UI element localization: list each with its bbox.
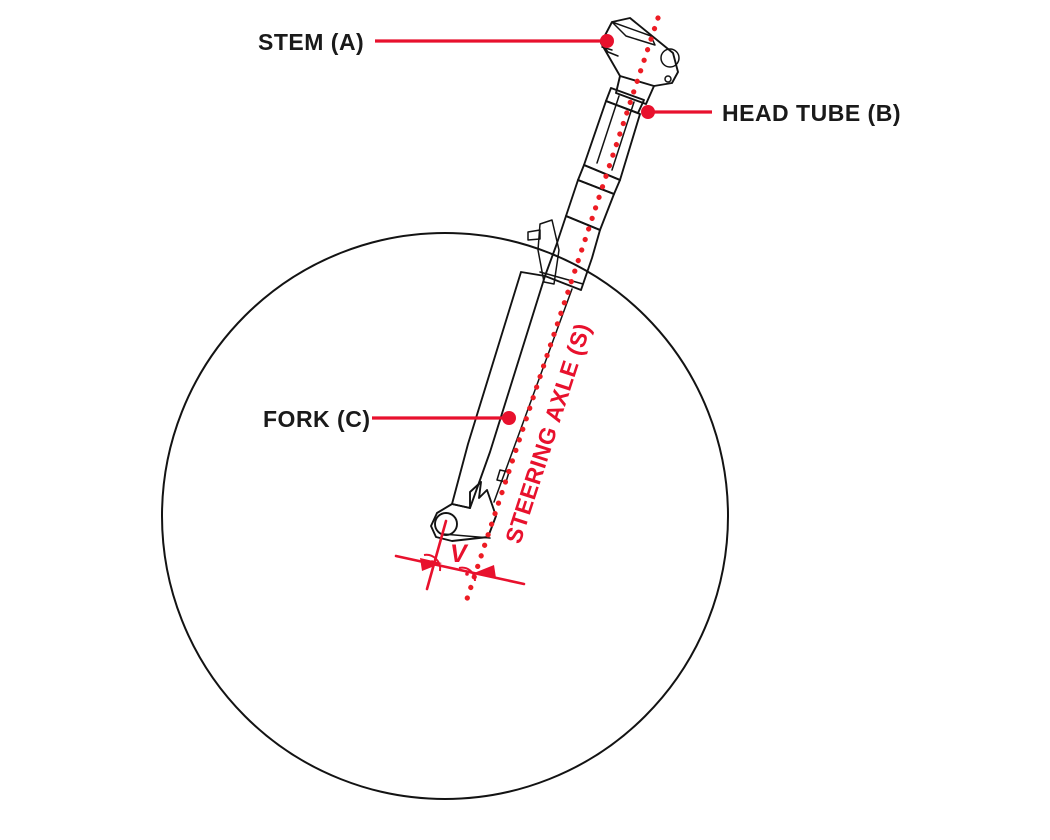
stem-body	[600, 17, 679, 87]
steering-axle-line	[463, 15, 661, 605]
callout-head-tube: HEAD TUBE (B)	[641, 100, 901, 126]
steerer-line-right	[611, 101, 635, 171]
right-angle-arc-right	[458, 566, 477, 582]
stem-bolt-small	[664, 75, 672, 83]
fork-steerer	[565, 179, 615, 231]
stem-group	[600, 17, 680, 105]
head-tube-label: HEAD TUBE (B)	[722, 100, 901, 126]
ground-reference-line	[394, 554, 526, 586]
stem-shoulder	[615, 75, 655, 105]
stem-label: STEM (A)	[258, 29, 364, 55]
lower-headset-cup	[577, 164, 621, 195]
steering-axle-dotted-line	[463, 15, 661, 605]
fork-crown	[544, 215, 601, 291]
cable-hanger-stop	[527, 229, 541, 241]
steerer-line-left	[596, 95, 620, 164]
fork-leader-dot	[502, 411, 516, 425]
front-wheel-group	[161, 232, 729, 800]
right-angle-arc-left	[423, 553, 442, 572]
fork-offset-dimension-group: V	[394, 519, 526, 591]
axle-vertical-line	[425, 519, 448, 591]
cable-hanger-tab	[537, 219, 560, 285]
fork-offset-label: V	[450, 540, 469, 568]
crown-race-line	[539, 271, 584, 285]
callout-fork: FORK (C)	[263, 406, 516, 432]
callout-stem: STEM (A)	[258, 29, 614, 55]
right-angle-dot-right	[465, 572, 469, 576]
steerer-top-edge	[601, 46, 613, 51]
stem-faceplate	[611, 21, 656, 46]
stem-bolt-large	[660, 48, 680, 68]
head-tube-leader-dot	[641, 105, 655, 119]
head-tube-group	[577, 46, 645, 195]
right-angle-dot-left	[430, 560, 434, 564]
fork-dropout	[430, 481, 497, 542]
axle-hole	[434, 512, 458, 536]
wheel-circle	[161, 232, 729, 800]
offset-arrow-left	[420, 558, 442, 571]
offset-arrow-right	[474, 565, 496, 578]
fork-label: FORK (C)	[263, 406, 370, 432]
stem-leader-dot	[600, 34, 614, 48]
